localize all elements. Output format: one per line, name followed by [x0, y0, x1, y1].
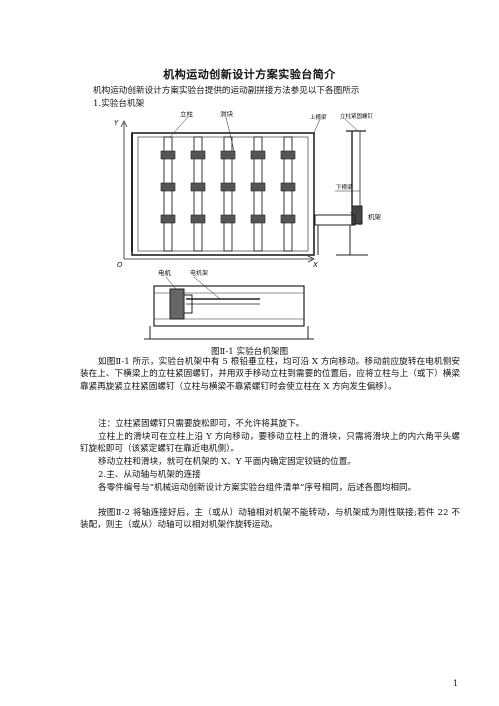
axis-x-label: X [312, 261, 318, 269]
figure-caption: 图Ⅱ-1 实验台机架图 [210, 347, 289, 357]
paragraph-shaft: 按图Ⅱ-2 将轴连接好后，主（或从）动轴相对机架不能转动，与机架成为刚性联接;若… [80, 508, 460, 531]
label-motor-frame: 电机架 [190, 269, 208, 277]
section-heading-2: 2.主、从动轴与机架的连接 [98, 470, 201, 480]
label-upper-beam: 上横梁 [310, 113, 327, 121]
page-title: 机构运动创新设计方案实验台简介 [163, 68, 336, 81]
paragraph-note: 注：立柱紧固螺钉只需要旋松即可，不允许将其旋下。 [98, 419, 305, 429]
label-lower-beam: 下横梁 [336, 183, 353, 191]
axis-y-label: Y [114, 119, 119, 127]
label-slider: 滑块 [220, 111, 234, 118]
paragraph-parts: 各零件编号与“机械运动创新设计方案实验台组件清单”序号相同，后述各图均相同。 [98, 483, 417, 493]
test-bench-frame-figure: 立柱 滑块 上横梁 立柱紧固螺钉 下横梁 机架 电机 电机架 Y X O [114, 111, 382, 340]
paragraph-position: 移动立柱和滑块，就可在机架的 X、Y 平面内确定固定铰链的位置。 [98, 457, 356, 467]
page-number: 1 [453, 679, 459, 688]
section-heading-1: 1.实验台机架 [93, 99, 145, 109]
paragraph-slider: 立柱上的滑块可在立柱上沿 Y 方向移动，要移动立柱上的滑块，只需将滑块上的内六角… [80, 432, 460, 455]
origin-label: O [117, 261, 123, 269]
paragraph-1: 如图Ⅱ-1 所示，实验台机架中有 5 根铅垂立柱，均可沿 X 方向移动。移动前应… [80, 357, 460, 392]
label-frame: 机架 [368, 212, 382, 221]
label-column: 立柱 [180, 111, 194, 118]
intro-text: 机构运动创新设计方案实验台提供的运动副拼接方法参见以下各图所示 [93, 86, 360, 96]
label-motor: 电机 [158, 268, 172, 277]
label-column-bolt: 立柱紧固螺钉 [340, 112, 374, 120]
